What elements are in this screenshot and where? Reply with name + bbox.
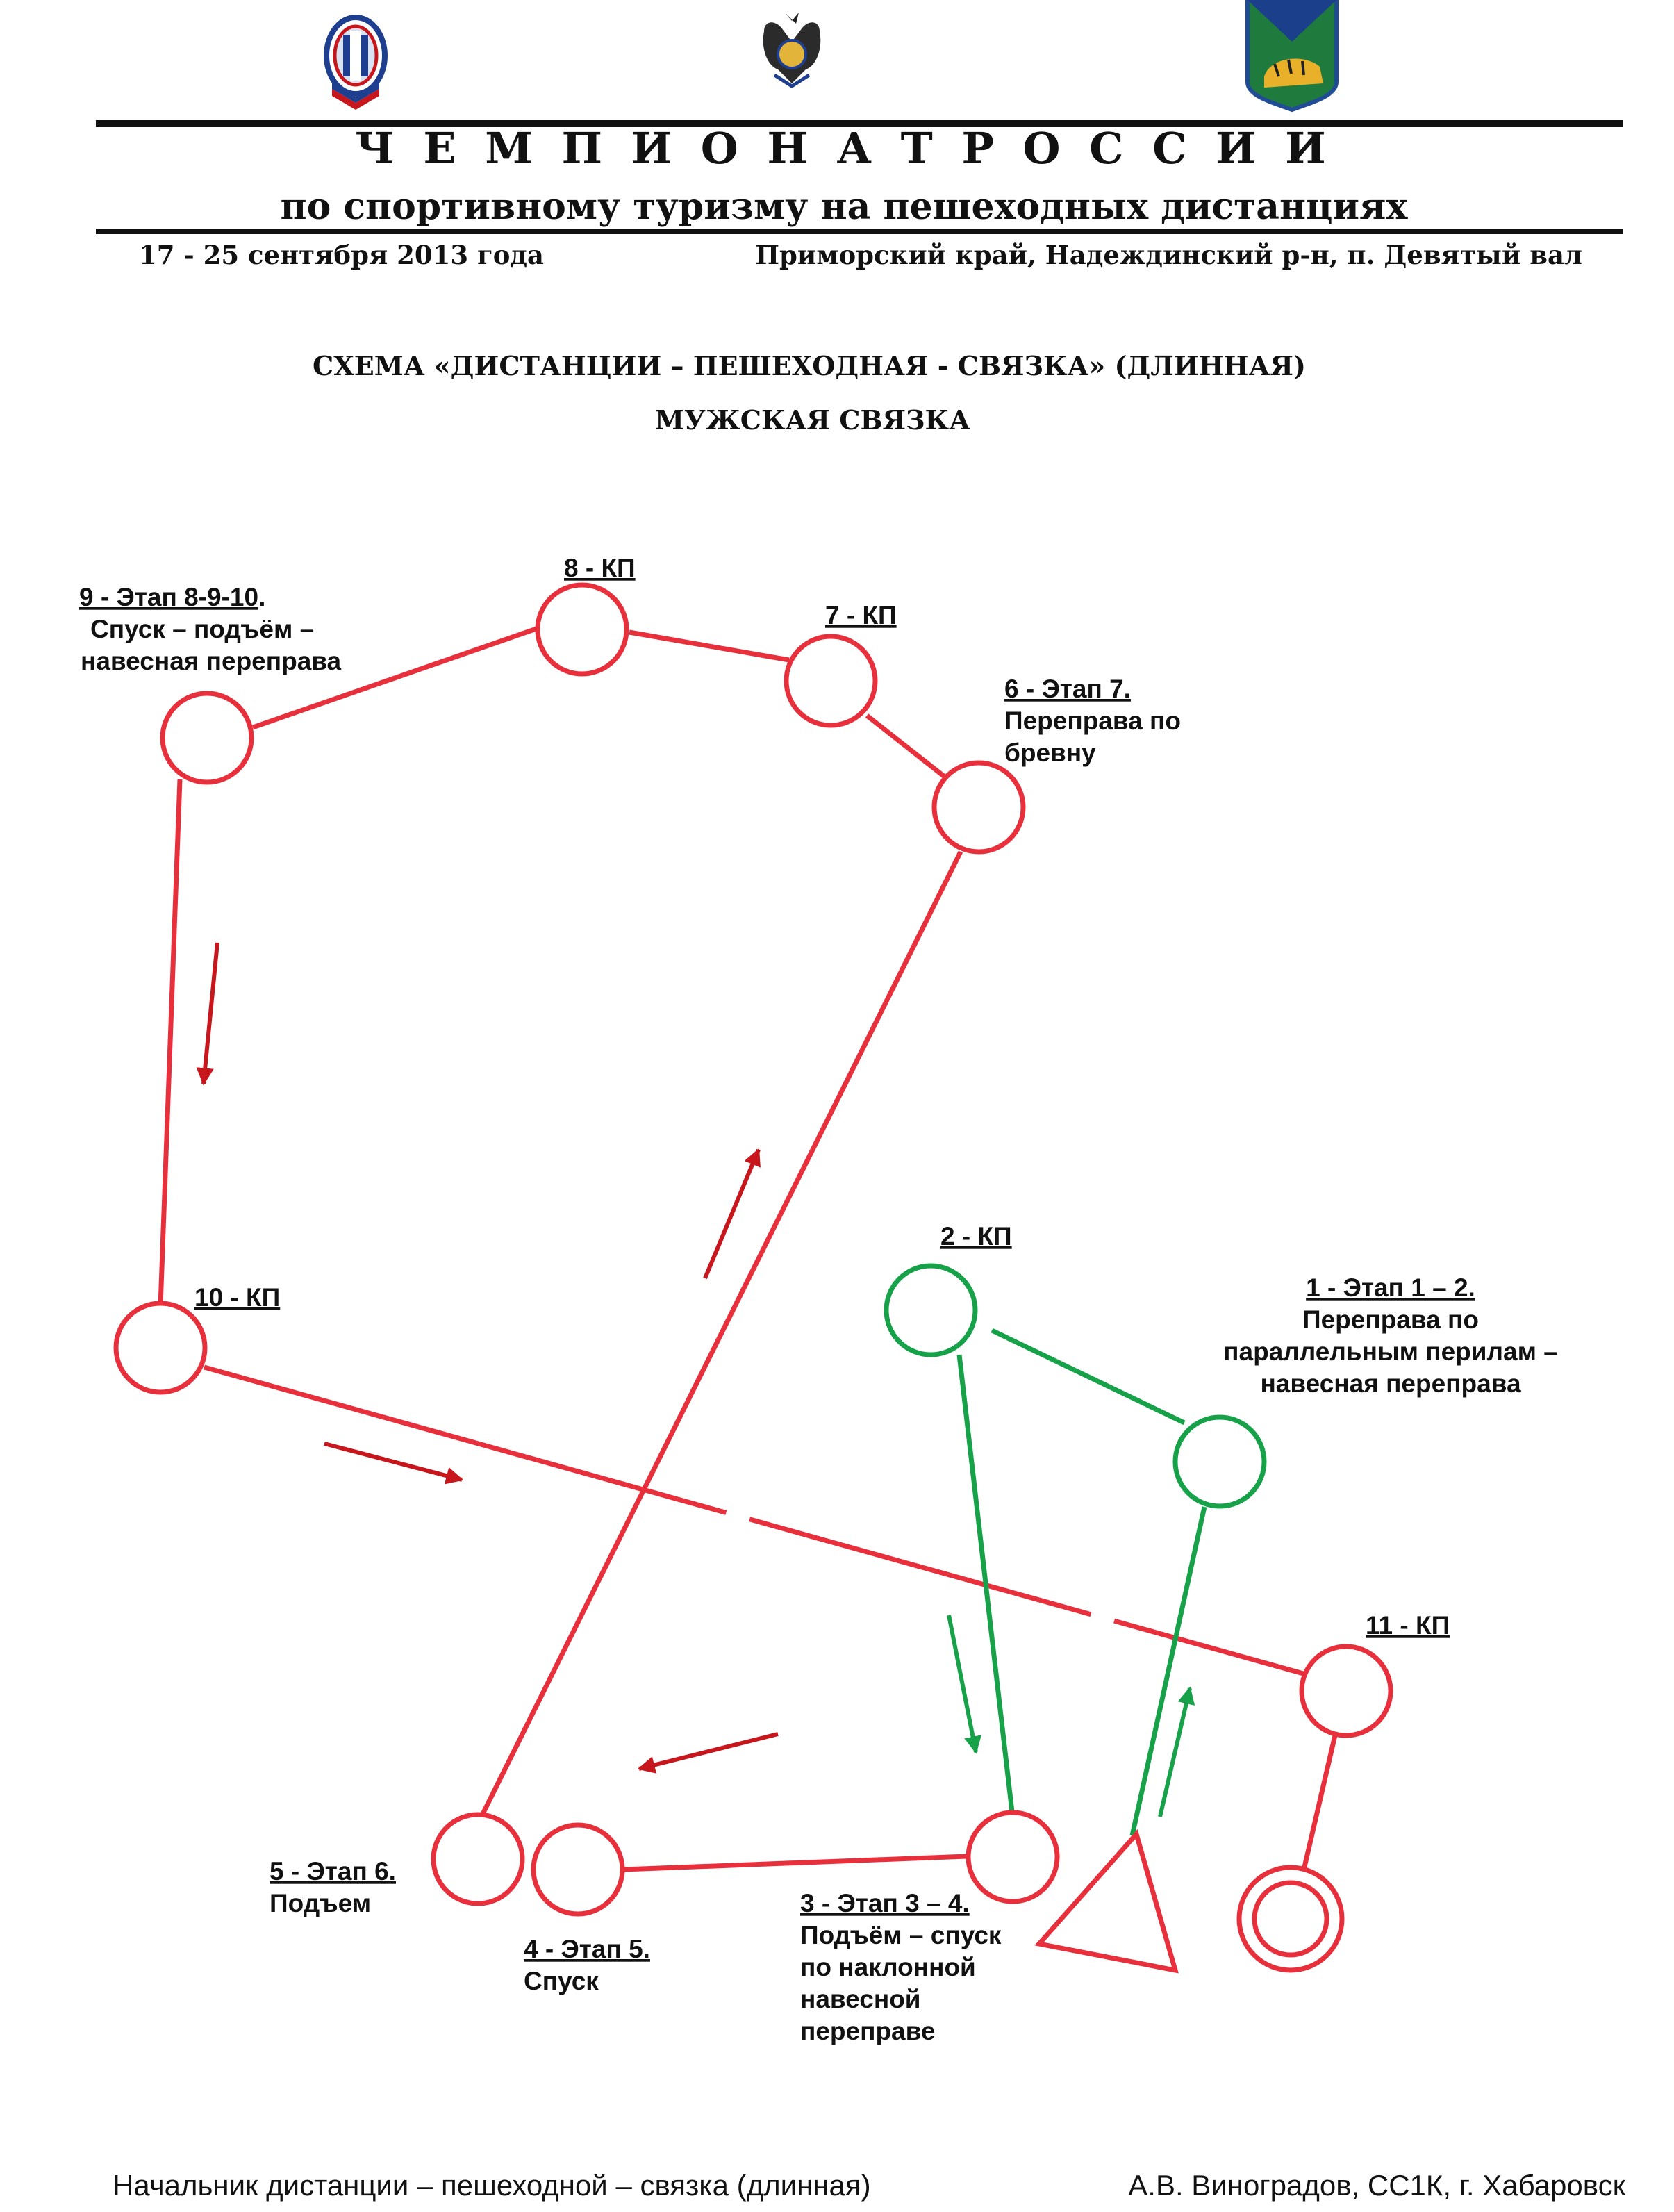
route-segment-2-1 [991,1328,1186,1426]
label-kp9-line2: Спуск – подъём – [90,615,314,643]
label-kp6-line2: Переправа по [1004,707,1181,735]
label-kp1-line3: параллельным перилам – [1223,1337,1558,1366]
label-kp2: 2 - КП [940,1222,1012,1251]
route-segment-10-11 [204,1364,1307,1677]
label-kp4-line1: 4 - Этап 5. [524,1935,650,1963]
finish-circle-inner [1252,1880,1329,1958]
arrow-left-bottom-icon [637,1732,779,1774]
label-kp11: 11 - КП [1366,1611,1450,1640]
header-dates: 17 - 25 сентября 2013 года [139,240,544,270]
header-place: Приморский край, Надеждинский р-н, п. Де… [755,240,1582,270]
arrow-down-green-icon [947,1615,981,1754]
arrow-right-center-icon [324,1442,464,1485]
route-segment-9-8 [251,625,542,730]
label-kp7: 7 - КП [825,601,897,629]
direction-arrows [196,942,1195,1817]
label-kp5-line1: 5 - Этап 6. [270,1857,396,1885]
scheme-subtitle: МУЖСКАЯ СВЯЗКА [655,404,970,436]
label-kp10: 10 - КП [194,1283,280,1312]
control-points [113,582,1393,1974]
header-title: Ч Е М П И О Н А Т Р О С С И И [355,123,1333,174]
kp-8-circle [535,582,629,677]
label-kp6-line1: 6 - Этап 7. [1004,675,1131,703]
regional-tiger-icon [1245,0,1339,113]
route-segment-2-3 [956,1354,1015,1813]
route-segment-6-5 [480,850,963,1815]
label-kp3-line4: навесной [800,1985,921,2013]
label-kp4-line2: Спуск [524,1967,599,1995]
kp-1-circle [1172,1414,1267,1509]
kp-10-circle [113,1301,208,1395]
red-route [158,625,1338,1874]
label-kp9-line1: 9 - Этап 8-9-10. [79,583,265,611]
route-segment-7-6 [865,713,950,782]
route-segment-9-10 [158,779,183,1307]
route-segment-start-1 [1129,1506,1207,1836]
label-kp5-line2: Подъем [270,1889,371,1917]
point-labels: 8 - КП 7 - КП 9 - Этап 8-9-10. Спуск – п… [79,554,1558,2045]
label-kp3-line5: переправе [800,2017,935,2045]
label-kp1-line4: навесная переправа [1260,1369,1521,1398]
kp-4-circle [531,1822,625,1917]
kp-3-circle [966,1810,1060,1904]
kp-6-circle [931,760,1026,855]
scheme-title: СХЕМА «ДИСТАНЦИИ – ПЕШЕХОДНАЯ - СВЯЗКА» … [313,350,1306,381]
arrow-up-green-icon [1158,1686,1195,1817]
kp-9-circle [160,691,254,785]
start-triangle-icon [1034,1829,1179,1974]
route-segment-11-finish [1300,1735,1338,1874]
footer-right: А.В. Виноградов, СС1К, г. Хабаровск [1128,2169,1625,2202]
kp-11-circle [1299,1644,1393,1738]
green-route [956,1328,1207,1836]
arrow-up-center-icon [703,1148,761,1280]
label-kp6-line3: бревну [1004,738,1096,767]
label-kp3-line2: Подъём – спуск [800,1921,1002,1949]
kp-2-circle [884,1263,978,1357]
label-kp8: 8 - КП [564,554,636,582]
route-segment-3-4 [623,1854,968,1872]
label-kp3-line3: по наклонной [800,1953,976,1981]
kp-7-circle [784,634,878,728]
label-kp9-line3: навесная переправа [81,647,342,675]
route-segment-8-7 [629,629,790,663]
russian-eagle-icon [763,13,821,88]
header-subtitle: по спортивному туризму на пешеходных дис… [281,185,1409,228]
label-kp3-line1: 3 - Этап 3 – 4. [800,1889,970,1917]
label-kp1-line1: 1 - Этап 1 – 2. [1306,1273,1475,1302]
footer-left: Начальник дистанции – пешеходной – связк… [113,2169,871,2202]
federation-logo-icon [324,15,388,110]
arrow-down-left-icon [196,942,219,1086]
kp-5-circle [431,1812,525,1906]
label-kp1-line2: Переправа по [1302,1305,1479,1334]
